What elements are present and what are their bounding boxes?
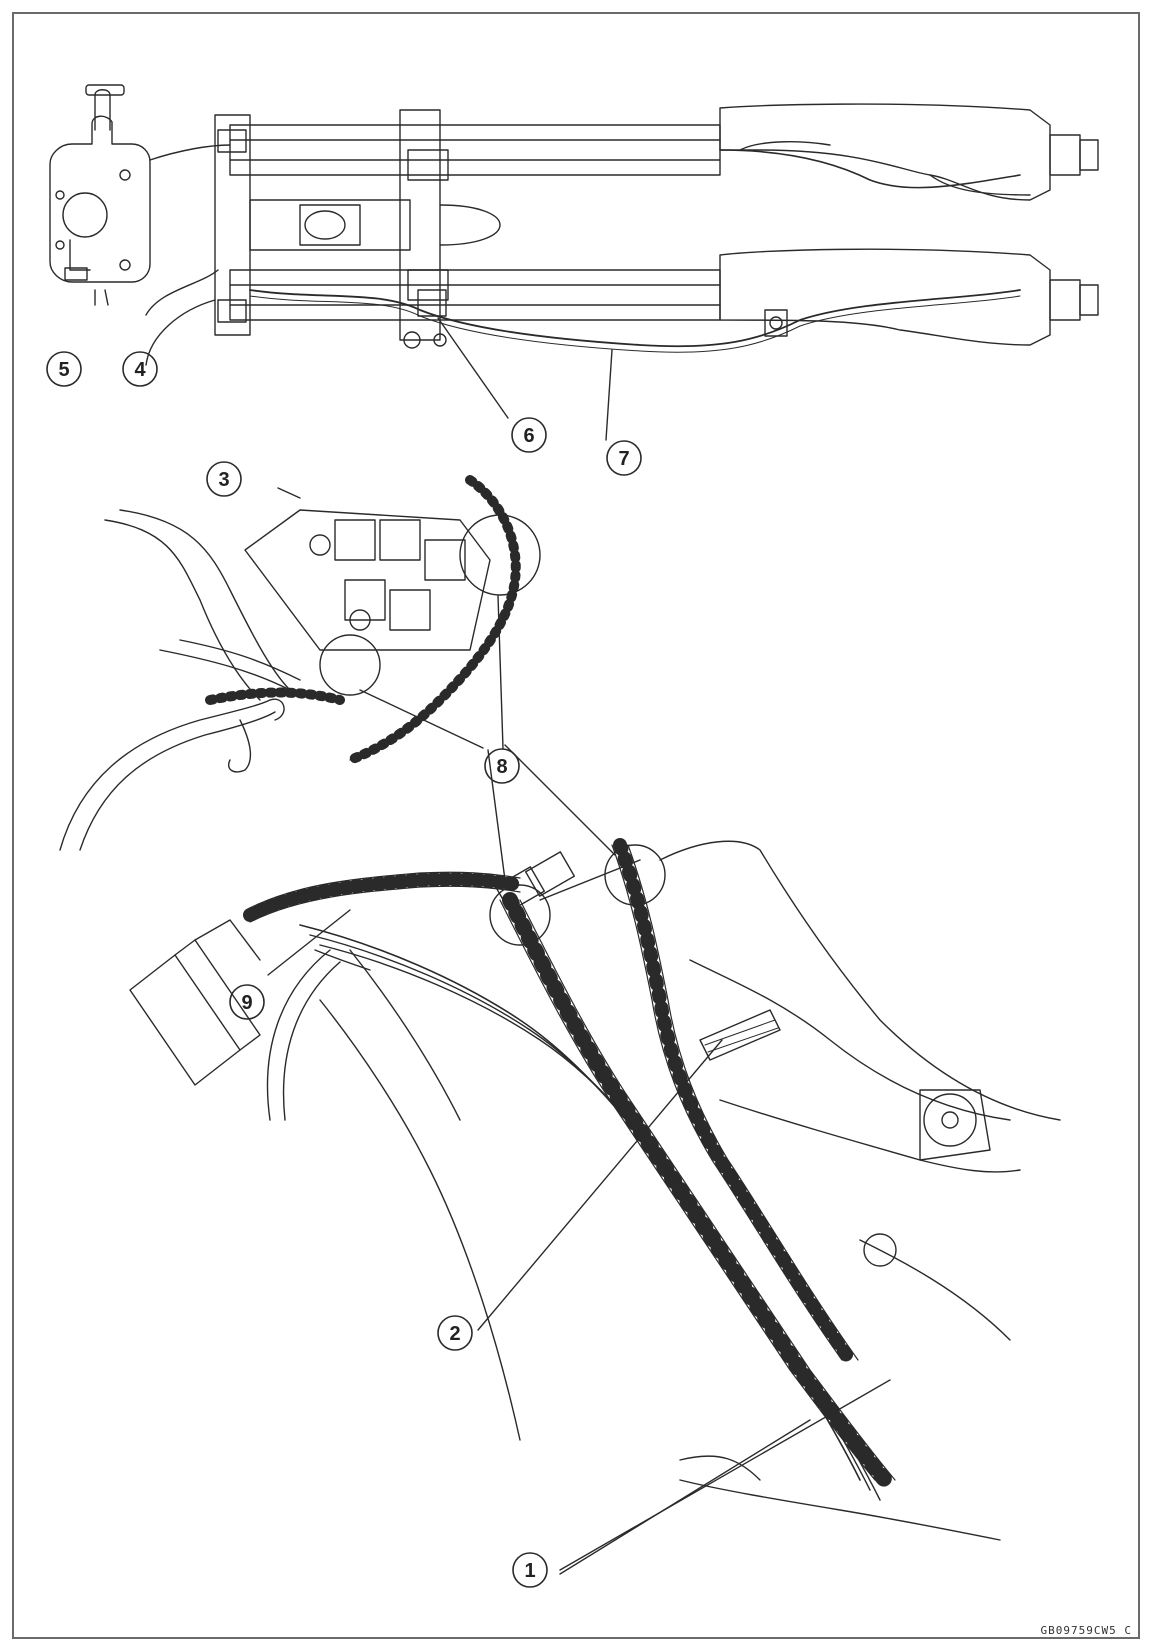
connector-assembly	[59, 475, 541, 851]
callout-8: 8	[484, 748, 520, 784]
diagram-frame	[12, 12, 1140, 1639]
callout-7: 7	[606, 440, 642, 476]
bracket-detail	[49, 84, 151, 306]
callout-3: 3	[206, 461, 242, 497]
svg-text:7: 7	[618, 448, 629, 470]
svg-text:3: 3	[218, 469, 229, 491]
figure-id: GB09759CW5 C	[1040, 1624, 1132, 1637]
front-fork-assembly	[145, 103, 1099, 441]
callout-2: 2	[437, 1315, 473, 1351]
svg-text:2: 2	[449, 1323, 460, 1345]
callouts: 1 2 3 4 5 6 7 8	[46, 351, 642, 1588]
svg-text:4: 4	[134, 359, 146, 381]
svg-text:6: 6	[523, 425, 534, 447]
callout-5: 5	[46, 351, 82, 387]
callout-9: 9	[229, 984, 265, 1020]
callout-1: 1	[512, 1552, 548, 1588]
svg-text:5: 5	[58, 359, 69, 381]
frame-harness-assembly	[129, 744, 1061, 1575]
svg-text:1: 1	[524, 1560, 535, 1582]
callout-4: 4	[122, 351, 158, 387]
callout-6: 6	[511, 417, 547, 453]
svg-text:9: 9	[241, 992, 252, 1014]
svg-text:8: 8	[496, 756, 507, 778]
